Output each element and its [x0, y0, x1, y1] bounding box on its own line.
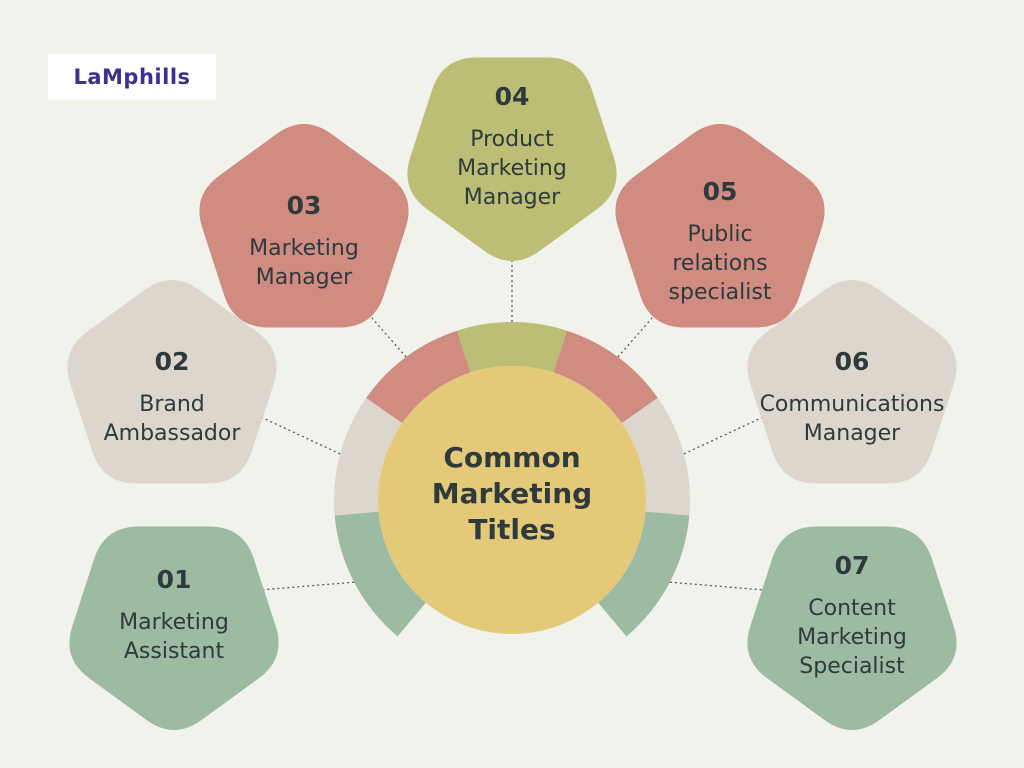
ring-segment-1: [334, 511, 426, 637]
title-number: 04: [494, 81, 530, 111]
pentagon-4: [407, 57, 617, 261]
title-label: Content Marketing Specialist: [797, 595, 907, 679]
title-number: 07: [834, 550, 870, 580]
center-title: Common Marketing Titles: [431, 441, 593, 546]
pentagon-5: [615, 124, 825, 328]
center-hub: [378, 366, 646, 634]
connector-2: [261, 417, 341, 455]
title-number: 01: [156, 565, 192, 594]
company-logo: LaMphills: [48, 54, 216, 100]
pentagon-2: [67, 280, 277, 484]
ring-segment-6: [621, 397, 690, 516]
ring-segment-5: [553, 330, 658, 424]
ring-segment-4: [456, 322, 568, 373]
title-label: Communications Manager: [759, 392, 945, 446]
title-number: 05: [702, 176, 738, 206]
pentagon-6: [747, 280, 957, 484]
connector-6: [683, 417, 763, 455]
title-label: Marketing Assistant: [119, 610, 229, 664]
pentagon-1: [69, 526, 279, 730]
title-number: 06: [834, 347, 870, 376]
title-label: Public relations specialist: [668, 221, 772, 305]
title-number: 03: [286, 191, 322, 220]
pentagon-3: [199, 124, 409, 328]
logo-text: LaMphills: [73, 65, 191, 89]
ring-segment-3: [366, 330, 471, 424]
ring-segment-7: [598, 511, 690, 637]
title-number: 02: [154, 347, 190, 376]
ring-segment-2: [333, 397, 403, 516]
title-label: Product Marketing Manager: [457, 126, 567, 210]
title-label: Marketing Manager: [249, 236, 359, 290]
pentagon-7: [747, 526, 957, 730]
connector-7: [669, 581, 763, 591]
connector-1: [263, 581, 355, 591]
title-label: Brand Ambassador: [103, 392, 241, 446]
